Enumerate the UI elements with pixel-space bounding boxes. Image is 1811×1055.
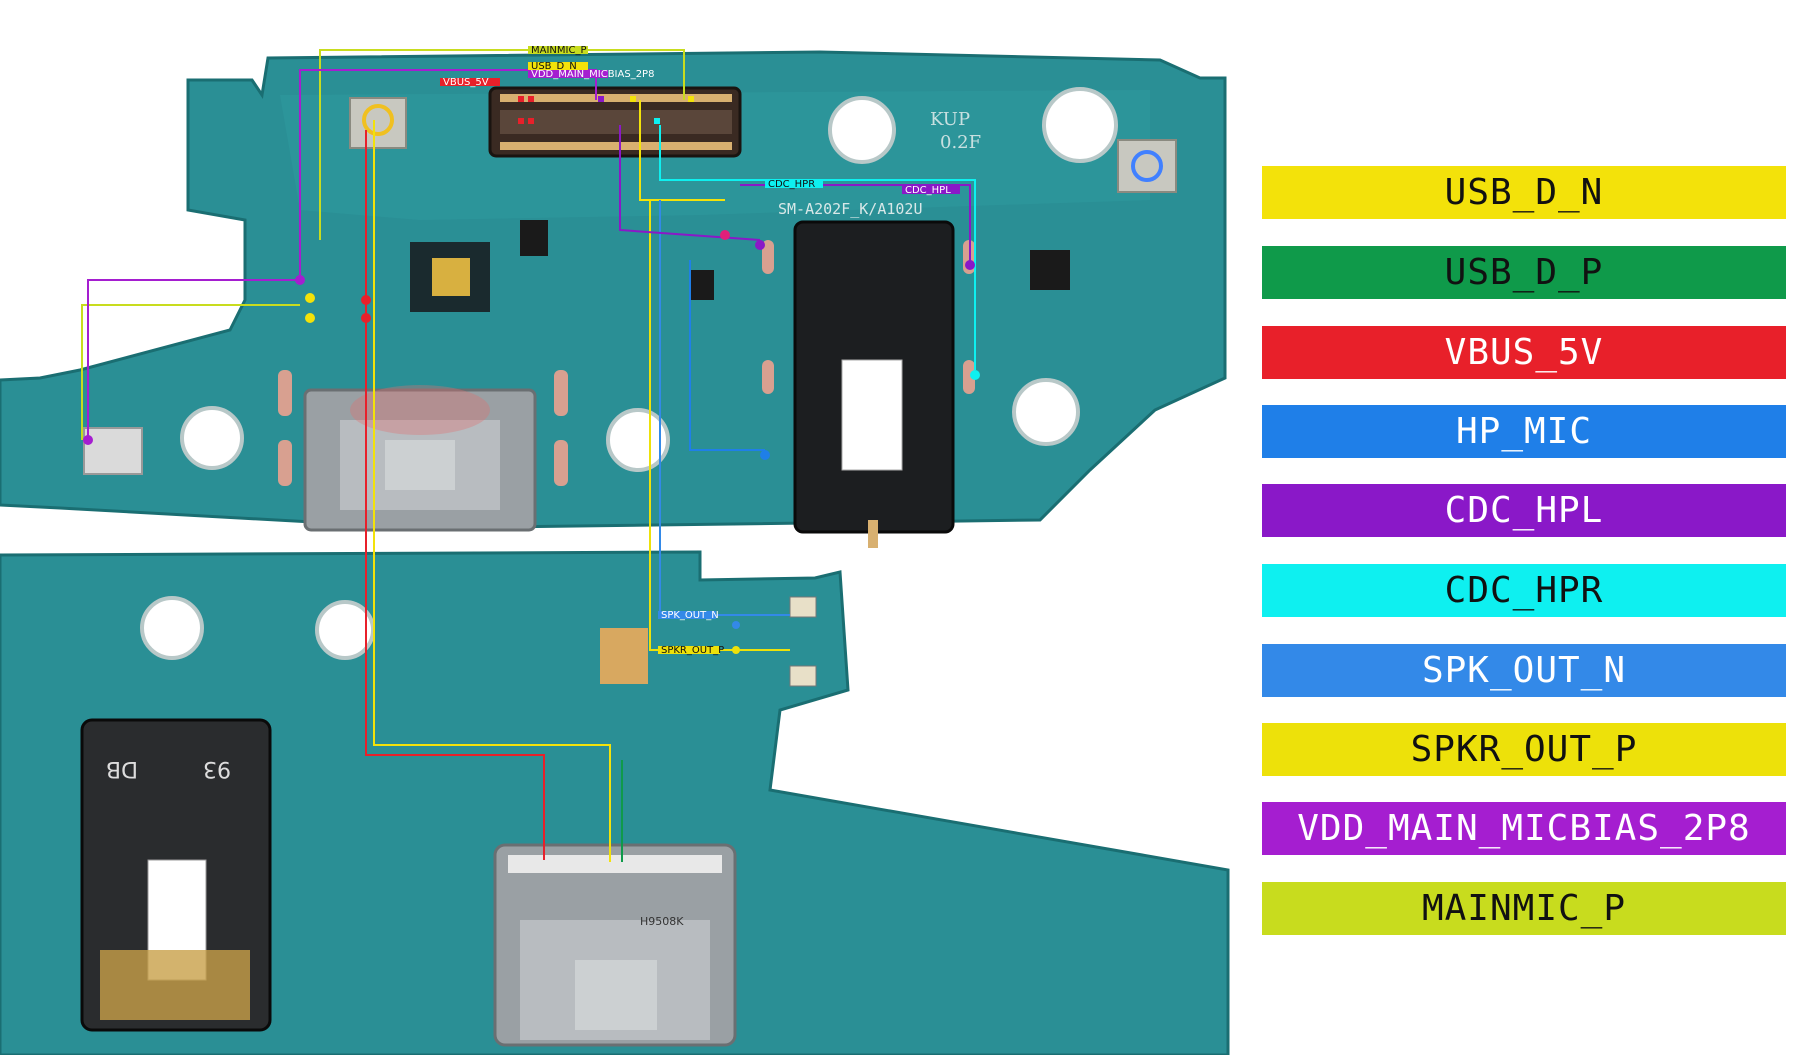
probe-points (83, 230, 980, 654)
tag-cdc-hpr: CDC_HPR (768, 179, 815, 190)
audio-jack-bottom: DB 93 (80, 718, 272, 1032)
top-board: SM-A202F_K/A102U KUP 0.2F (0, 50, 1227, 548)
legend-label: SPKR_OUT_P (1410, 729, 1638, 770)
mount-hole (315, 600, 375, 660)
ic-chip (1030, 250, 1070, 290)
mount-hole (606, 408, 670, 472)
rf-connector (349, 97, 407, 149)
legend-label: USB_D_P (1444, 252, 1604, 293)
net-traces (81, 49, 976, 862)
legend-label: VDD_MAIN_MICBIAS_2P8 (1297, 808, 1751, 849)
audio-jack-top (793, 220, 955, 548)
legend-label: SPK_OUT_N (1421, 650, 1627, 691)
connector-silk: H9508K (640, 915, 684, 928)
rf-connector (1117, 139, 1177, 193)
bottom-board: DB 93 H9508K (0, 550, 1230, 1055)
legend-vbus-5v: VBUS_5V (1262, 326, 1786, 379)
net-tags: MAINMIC_P USB_D_N VBUS_5V VDD_MAIN_MICBI… (440, 45, 960, 656)
tag-mainmic-p: MAINMIC_P (531, 45, 587, 56)
mount-hole (1042, 87, 1118, 163)
legend-hp-mic: HP_MIC (1262, 405, 1786, 458)
mount-hole (140, 596, 204, 660)
legend-label: MAINMIC_P (1421, 888, 1627, 929)
tag-spk-out-n: SPK_OUT_N (661, 610, 719, 621)
tag-vdd-micbias: VDD_MAIN_MICBIAS_2P8 (531, 69, 654, 80)
legend-spk-out-n: SPK_OUT_N (1262, 644, 1786, 697)
silk-rev: 0.2F (940, 132, 981, 153)
btb-pins (500, 94, 732, 150)
legend-label: CDC_HPL (1444, 490, 1604, 531)
microphone (83, 427, 143, 475)
legend-spkr-out-p: SPKR_OUT_P (1262, 723, 1786, 776)
usb-c-connector-bottom: H9508K (493, 843, 737, 1047)
legend-usb-d-p: USB_D_P (1262, 246, 1786, 299)
usb-c-connector-top (303, 385, 537, 532)
board-model-label: SM-A202F_K/A102U (778, 200, 923, 218)
legend-cdc-hpr: CDC_HPR (1262, 564, 1786, 617)
silk-kup: KUP (930, 109, 970, 130)
legend-label: HP_MIC (1455, 411, 1593, 452)
mount-hole (1012, 378, 1080, 446)
silk-93: 93 (203, 756, 231, 781)
tag-usb-d-n: USB_D_N (531, 61, 577, 72)
silk-db: DB (106, 756, 138, 781)
legend-vdd-main-micbias-2p8: VDD_MAIN_MICBIAS_2P8 (1262, 802, 1786, 855)
tag-vbus-5v: VBUS_5V (443, 77, 489, 88)
legend-label: VBUS_5V (1444, 332, 1604, 373)
tag-spkr-out-p: SPKR_OUT_P (661, 645, 724, 656)
legend-mainmic-p: MAINMIC_P (1262, 882, 1786, 935)
legend-cdc-hpl: CDC_HPL (1262, 484, 1786, 537)
tag-cdc-hpl: CDC_HPL (905, 185, 951, 196)
legend-label: USB_D_N (1444, 172, 1604, 213)
mount-hole (828, 96, 896, 164)
legend-label: CDC_HPR (1444, 570, 1604, 611)
legend-usb-d-n: USB_D_N (1262, 166, 1786, 219)
bottom-board-outline (0, 550, 1230, 1055)
mount-hole (180, 406, 244, 470)
